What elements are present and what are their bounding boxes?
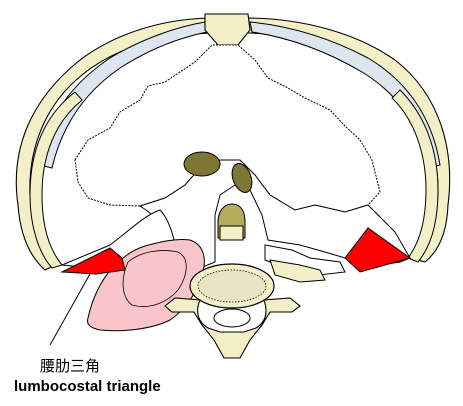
lower-rib-right — [391, 89, 439, 263]
label-chinese: 腰肋三角 — [40, 357, 101, 375]
transverse-process-right — [269, 259, 326, 283]
kidney-lobe — [122, 250, 187, 307]
inferior-vena-cava — [231, 163, 253, 193]
label-english: lumbocostal triangle — [14, 378, 161, 395]
esophagus — [183, 151, 221, 177]
vertebral-body-inner — [197, 269, 267, 303]
lower-rib-left — [29, 91, 83, 269]
leader-line — [49, 273, 91, 346]
vertebral-foramen — [213, 308, 251, 328]
xiphoid-process — [204, 13, 251, 46]
vertebral-arch — [164, 297, 301, 359]
aorta-stem — [219, 225, 244, 241]
lumbocostal-triangle-left — [60, 247, 126, 275]
lumbocostal-triangle-right — [344, 227, 412, 273]
